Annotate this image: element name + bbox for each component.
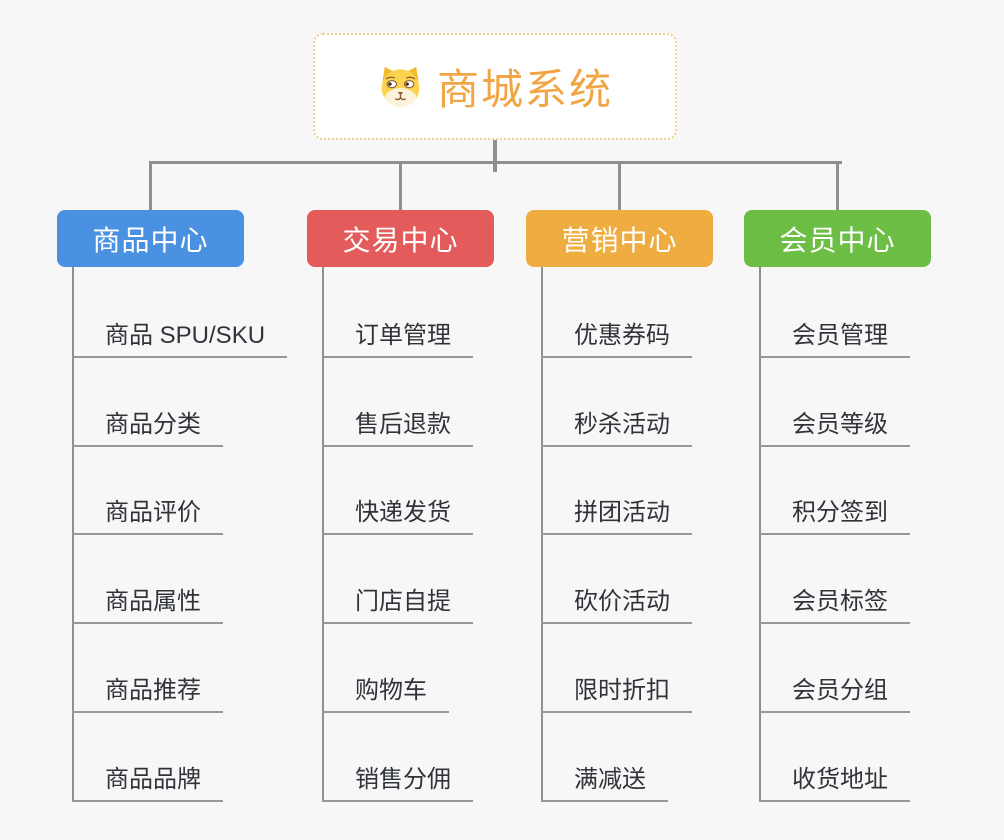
branch-header-marketing-center[interactable]: 营销中心 bbox=[526, 210, 713, 267]
connector-rail bbox=[149, 161, 842, 164]
mindmap-child-node[interactable]: 购物车 bbox=[322, 677, 449, 713]
mindmap-child-node[interactable]: 门店自提 bbox=[322, 588, 473, 624]
mindmap-child-node[interactable]: 优惠券码 bbox=[541, 322, 692, 358]
connector-drop bbox=[399, 161, 402, 210]
branch-header-trade-center[interactable]: 交易中心 bbox=[307, 210, 494, 267]
branch-header-product-center[interactable]: 商品中心 bbox=[57, 210, 244, 267]
mindmap-child-node[interactable]: 销售分佣 bbox=[322, 766, 473, 802]
mindmap-child-node[interactable]: 会员等级 bbox=[759, 411, 910, 447]
mindmap-child-node[interactable]: 拼团活动 bbox=[541, 499, 692, 535]
mindmap-child-node[interactable]: 限时折扣 bbox=[541, 677, 692, 713]
mindmap-child-node[interactable]: 商品品牌 bbox=[72, 766, 223, 802]
mindmap-child-node[interactable]: 会员管理 bbox=[759, 322, 910, 358]
mindmap-child-node[interactable]: 砍价活动 bbox=[541, 588, 692, 624]
mindmap-child-node[interactable]: 商品属性 bbox=[72, 588, 223, 624]
mindmap-child-node[interactable]: 会员标签 bbox=[759, 588, 910, 624]
mindmap-child-node[interactable]: 会员分组 bbox=[759, 677, 910, 713]
mindmap-child-node[interactable]: 商品推荐 bbox=[72, 677, 223, 713]
branch-header-member-center[interactable]: 会员中心 bbox=[744, 210, 931, 267]
mindmap-child-node[interactable]: 商品 SPU/SKU bbox=[72, 322, 288, 358]
root-title: 商城系统 bbox=[436, 66, 613, 113]
connector-drop bbox=[836, 161, 839, 210]
mindmap-child-node[interactable]: 订单管理 bbox=[322, 322, 473, 358]
mindmap-child-node[interactable]: 收货地址 bbox=[759, 766, 910, 802]
mindmap-child-node[interactable]: 商品分类 bbox=[72, 411, 223, 447]
connector-root-stub bbox=[493, 140, 497, 172]
dog-face-icon bbox=[377, 63, 424, 110]
connector-drop bbox=[618, 161, 621, 210]
mindmap-child-node[interactable]: 满减送 bbox=[541, 766, 668, 802]
mindmap-child-node[interactable]: 积分签到 bbox=[759, 499, 910, 535]
connector-drop bbox=[149, 161, 152, 210]
mindmap-child-node[interactable]: 秒杀活动 bbox=[541, 411, 692, 447]
mindmap-child-node[interactable]: 快递发货 bbox=[322, 499, 473, 535]
mindmap-child-node[interactable]: 售后退款 bbox=[322, 411, 473, 447]
mindmap-child-node[interactable]: 商品评价 bbox=[72, 499, 223, 535]
root-node[interactable]: 商城系统 bbox=[313, 33, 677, 140]
